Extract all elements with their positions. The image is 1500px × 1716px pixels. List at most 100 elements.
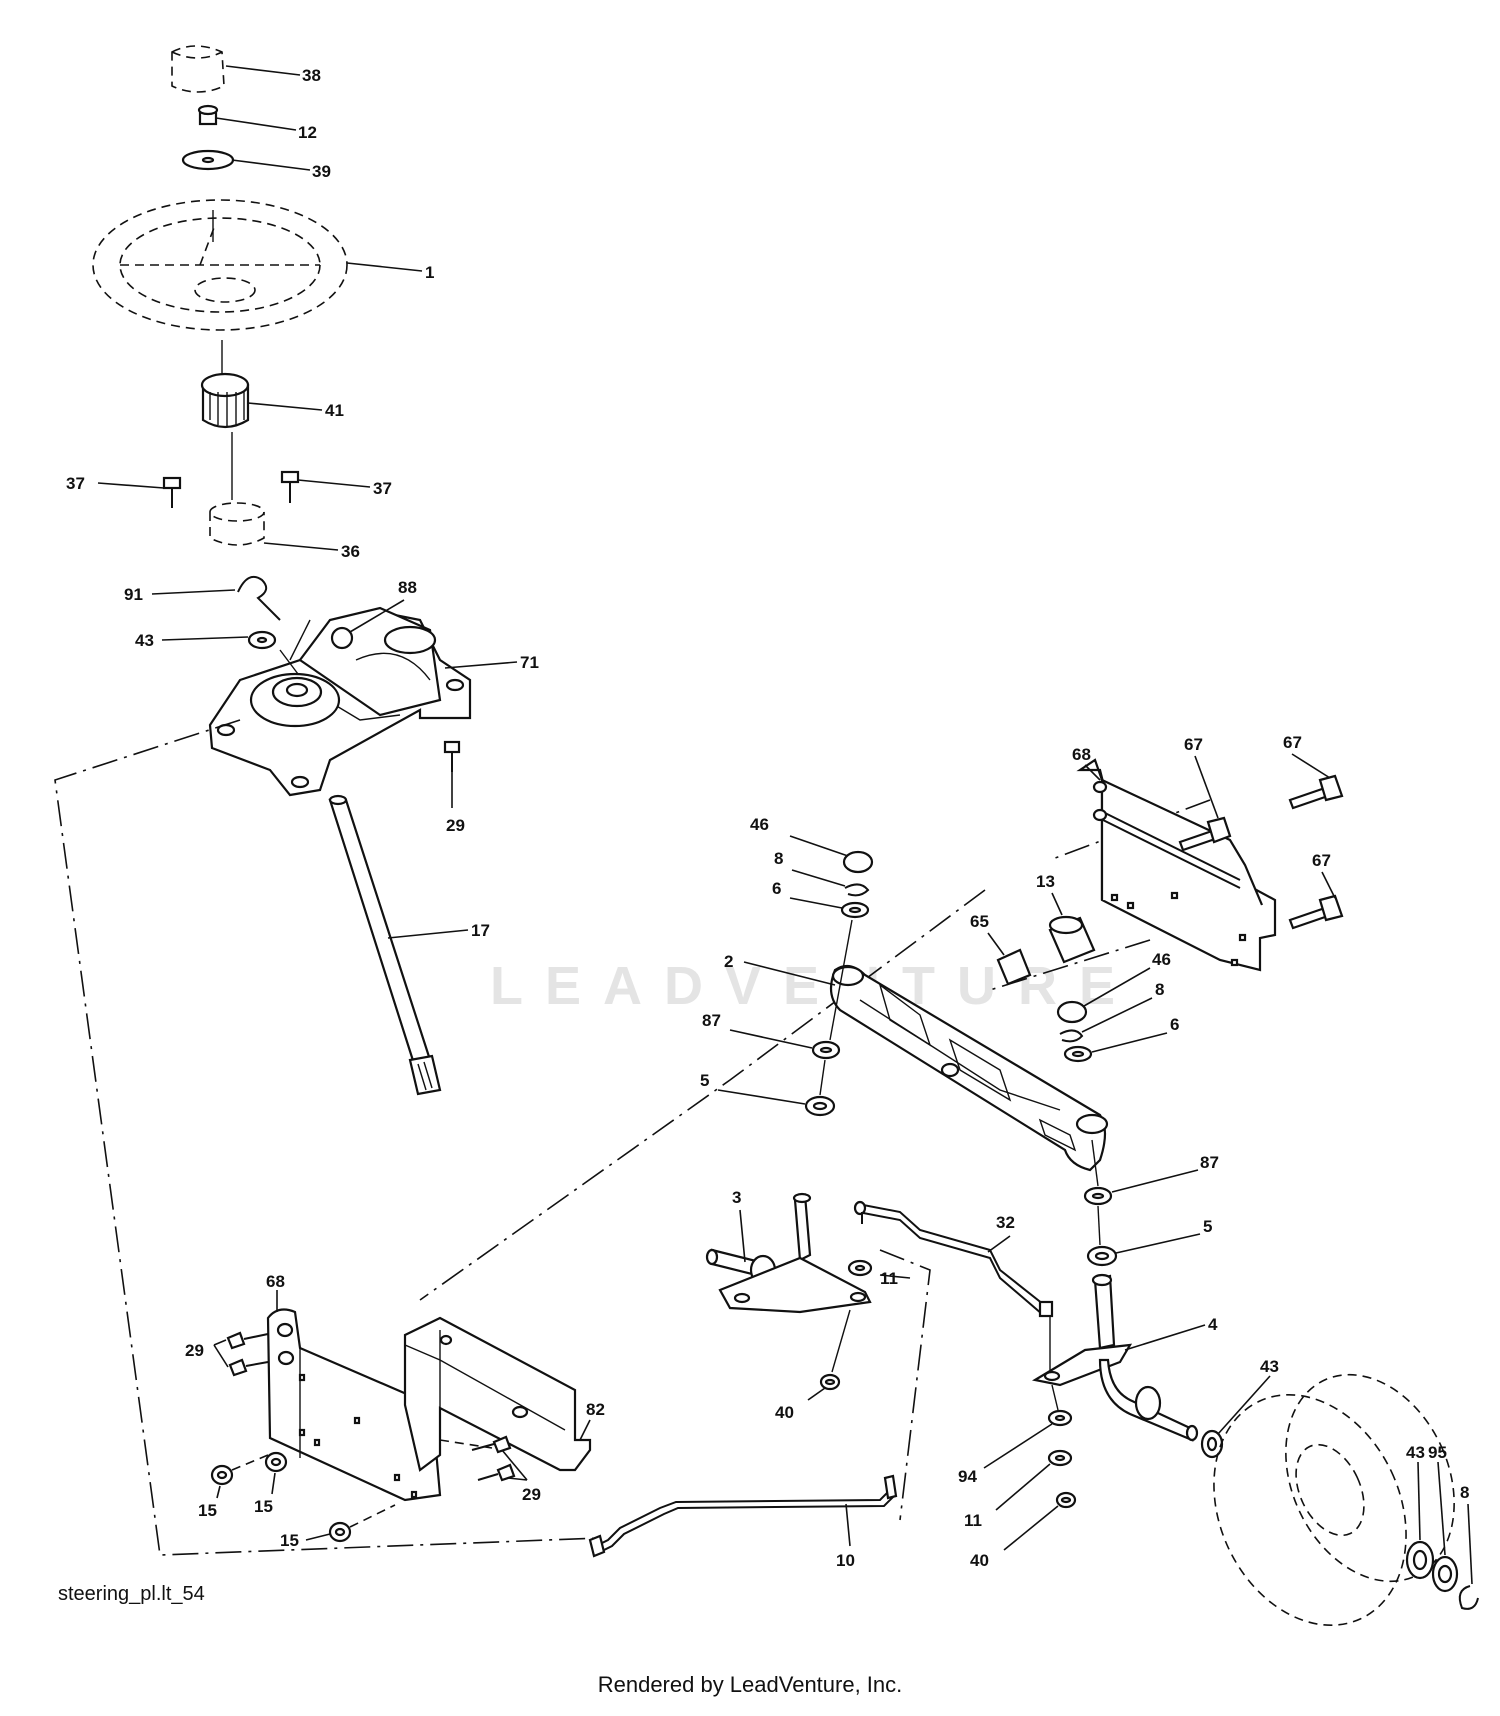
callout-32: 32 xyxy=(996,1213,1015,1232)
steering-shaft-17 xyxy=(328,794,442,1096)
callout-91: 91 xyxy=(124,585,143,604)
callout-71: 71 xyxy=(520,653,539,672)
leader-8c xyxy=(1467,1503,1473,1585)
leader-87b xyxy=(1111,1169,1199,1193)
leader-46a xyxy=(789,835,849,857)
leader-40b xyxy=(1003,1505,1059,1551)
washer-95 xyxy=(1431,1555,1459,1593)
callout-8-wheel: 8 xyxy=(1460,1483,1469,1502)
callout-43-wheel-inner: 43 xyxy=(1260,1357,1279,1376)
callout-67-b: 67 xyxy=(1283,733,1302,752)
leader-87a xyxy=(729,1029,813,1049)
callout-6-left: 6 xyxy=(772,879,781,898)
leader-67a xyxy=(1194,755,1219,819)
callout-29-gear: 29 xyxy=(446,816,465,835)
callout-87-left: 87 xyxy=(702,1011,721,1030)
cap-46-right xyxy=(1056,1000,1088,1024)
callout-15-c: 15 xyxy=(280,1531,299,1550)
cap-46-left xyxy=(842,850,874,874)
leader-43b xyxy=(1217,1375,1271,1435)
callout-8-left: 8 xyxy=(774,849,783,868)
callout-6-right: 6 xyxy=(1170,1015,1179,1034)
bolt-29-lower-a xyxy=(471,1435,512,1454)
callout-36: 36 xyxy=(341,542,360,561)
leader-6a xyxy=(789,897,843,909)
leader-11a xyxy=(879,1274,911,1279)
leader-29b2 xyxy=(213,1344,229,1368)
clip-91 xyxy=(237,576,281,621)
bolt-67-b xyxy=(1288,774,1344,810)
leader-37a xyxy=(97,482,165,489)
pin-65 xyxy=(996,948,1032,986)
bolt-29-left-a xyxy=(226,1331,269,1350)
bolt-67-c xyxy=(1288,894,1344,930)
callout-39: 39 xyxy=(312,162,331,181)
callout-5-right: 5 xyxy=(1203,1217,1212,1236)
washer-39 xyxy=(181,149,235,171)
callout-4: 4 xyxy=(1208,1315,1218,1334)
washer-43-top xyxy=(247,630,277,650)
nut-15-c xyxy=(328,1521,352,1543)
front-wheel xyxy=(1213,1373,1455,1627)
diagram-caption: steering_pl.lt_54 xyxy=(58,1583,205,1605)
clip-8-wheel xyxy=(1458,1585,1479,1610)
callout-37-left: 37 xyxy=(66,474,85,493)
gear-housing-71 xyxy=(208,606,472,797)
callout-94: 94 xyxy=(958,1467,977,1486)
callout-87-right: 87 xyxy=(1200,1153,1219,1172)
callout-95: 95 xyxy=(1428,1443,1447,1462)
leader-95 xyxy=(1437,1461,1446,1556)
callout-29-left: 29 xyxy=(185,1341,204,1360)
leader-38 xyxy=(225,65,301,76)
bolt-67-a xyxy=(1178,816,1232,852)
callout-15-a: 15 xyxy=(198,1501,217,1520)
callout-10: 10 xyxy=(836,1551,855,1570)
leader-8a xyxy=(791,869,846,887)
bolt-29-left-b xyxy=(228,1358,269,1377)
clip-8-right xyxy=(1059,1029,1084,1043)
callout-40-left: 40 xyxy=(775,1403,794,1422)
callout-40-right: 40 xyxy=(970,1551,989,1570)
leader-40a xyxy=(807,1387,826,1401)
callout-29-lower: 29 xyxy=(522,1485,541,1504)
mount-bracket-68-lower xyxy=(266,1308,442,1502)
callout-17: 17 xyxy=(471,921,490,940)
leader-43a xyxy=(161,636,249,641)
leader-3 xyxy=(739,1209,746,1263)
callout-8-right: 8 xyxy=(1155,980,1164,999)
callout-43-wheel-outer: 43 xyxy=(1406,1443,1425,1462)
spacer-13 xyxy=(1048,915,1096,964)
leader-36 xyxy=(263,542,339,551)
leader-88 xyxy=(349,599,405,633)
leader-32 xyxy=(987,1235,1011,1253)
washer-6-left xyxy=(840,901,870,919)
spindle-3 xyxy=(705,1192,872,1314)
callout-82: 82 xyxy=(586,1400,605,1419)
leader-1 xyxy=(346,262,423,272)
callout-68-lower: 68 xyxy=(266,1272,285,1291)
leader-5b xyxy=(1115,1233,1201,1254)
callout-13: 13 xyxy=(1036,872,1055,891)
washer-43-wheel-inner xyxy=(1200,1429,1224,1459)
callout-41: 41 xyxy=(325,401,344,420)
nut-40-left xyxy=(819,1373,841,1391)
washer-11-left xyxy=(847,1259,873,1277)
bushing-5-right xyxy=(1086,1245,1118,1267)
callout-3: 3 xyxy=(732,1188,741,1207)
leader-46b xyxy=(1083,967,1151,1007)
leader-43c xyxy=(1417,1461,1421,1541)
callout-67-a: 67 xyxy=(1184,735,1203,754)
nut-15-b xyxy=(264,1451,288,1473)
washer-94 xyxy=(1047,1409,1073,1427)
front-axle-2 xyxy=(829,964,1109,1172)
steering-cap-38 xyxy=(171,45,225,93)
leader-17 xyxy=(387,929,469,939)
steering-wheel-1 xyxy=(92,199,348,331)
callout-88: 88 xyxy=(398,578,417,597)
callout-43-top: 43 xyxy=(135,631,154,650)
leader-94 xyxy=(983,1423,1053,1469)
washer-6-right xyxy=(1063,1045,1093,1063)
leader-4 xyxy=(1124,1324,1206,1351)
leader-2 xyxy=(743,961,836,986)
